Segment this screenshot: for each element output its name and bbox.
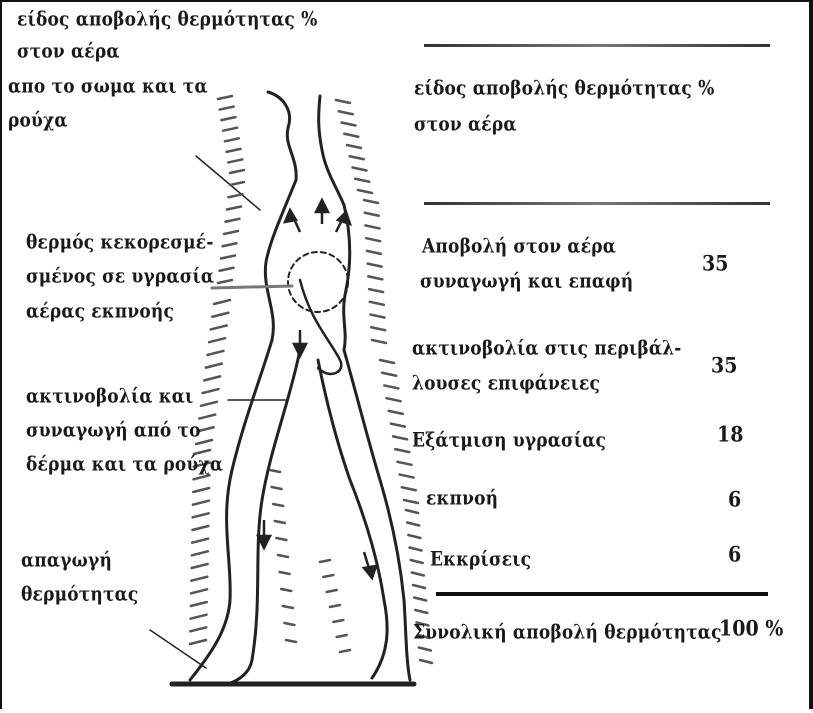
row-secretions-label: Εκκρίσεις	[430, 545, 531, 576]
row-exhalation-value: 6	[728, 487, 741, 512]
table-header-line1: είδος αποβολής θερμότητας %	[414, 74, 714, 105]
row-evaporation-label: Εξάτμιση υγρασίας	[412, 426, 606, 457]
row-convection-label-line1: Αποβολή στον αέρα	[422, 232, 616, 263]
row-radiation-label-line2: λουσες επιφάνειες	[412, 369, 600, 400]
row-evaporation-value: 18	[717, 422, 743, 447]
total-value: 100 %	[719, 616, 783, 641]
row-convection-value: 35	[702, 251, 728, 276]
total-label: Συνολική αποβολή θερμότητας	[413, 618, 722, 649]
table-header-rule	[424, 202, 770, 205]
row-radiation-value: 35	[711, 353, 737, 378]
row-radiation-label-line1: ακτινοβολία στις περιβάλ-	[412, 334, 682, 365]
row-convection-label-line2: συναγωγή και επαφή	[420, 267, 633, 298]
row-exhalation-label: εκπνοή	[426, 484, 498, 515]
table-header-line2: στον αέρα	[414, 110, 517, 141]
table-total-rule	[436, 592, 768, 596]
table-top-rule	[424, 44, 770, 47]
row-secretions-value: 6	[728, 542, 741, 567]
